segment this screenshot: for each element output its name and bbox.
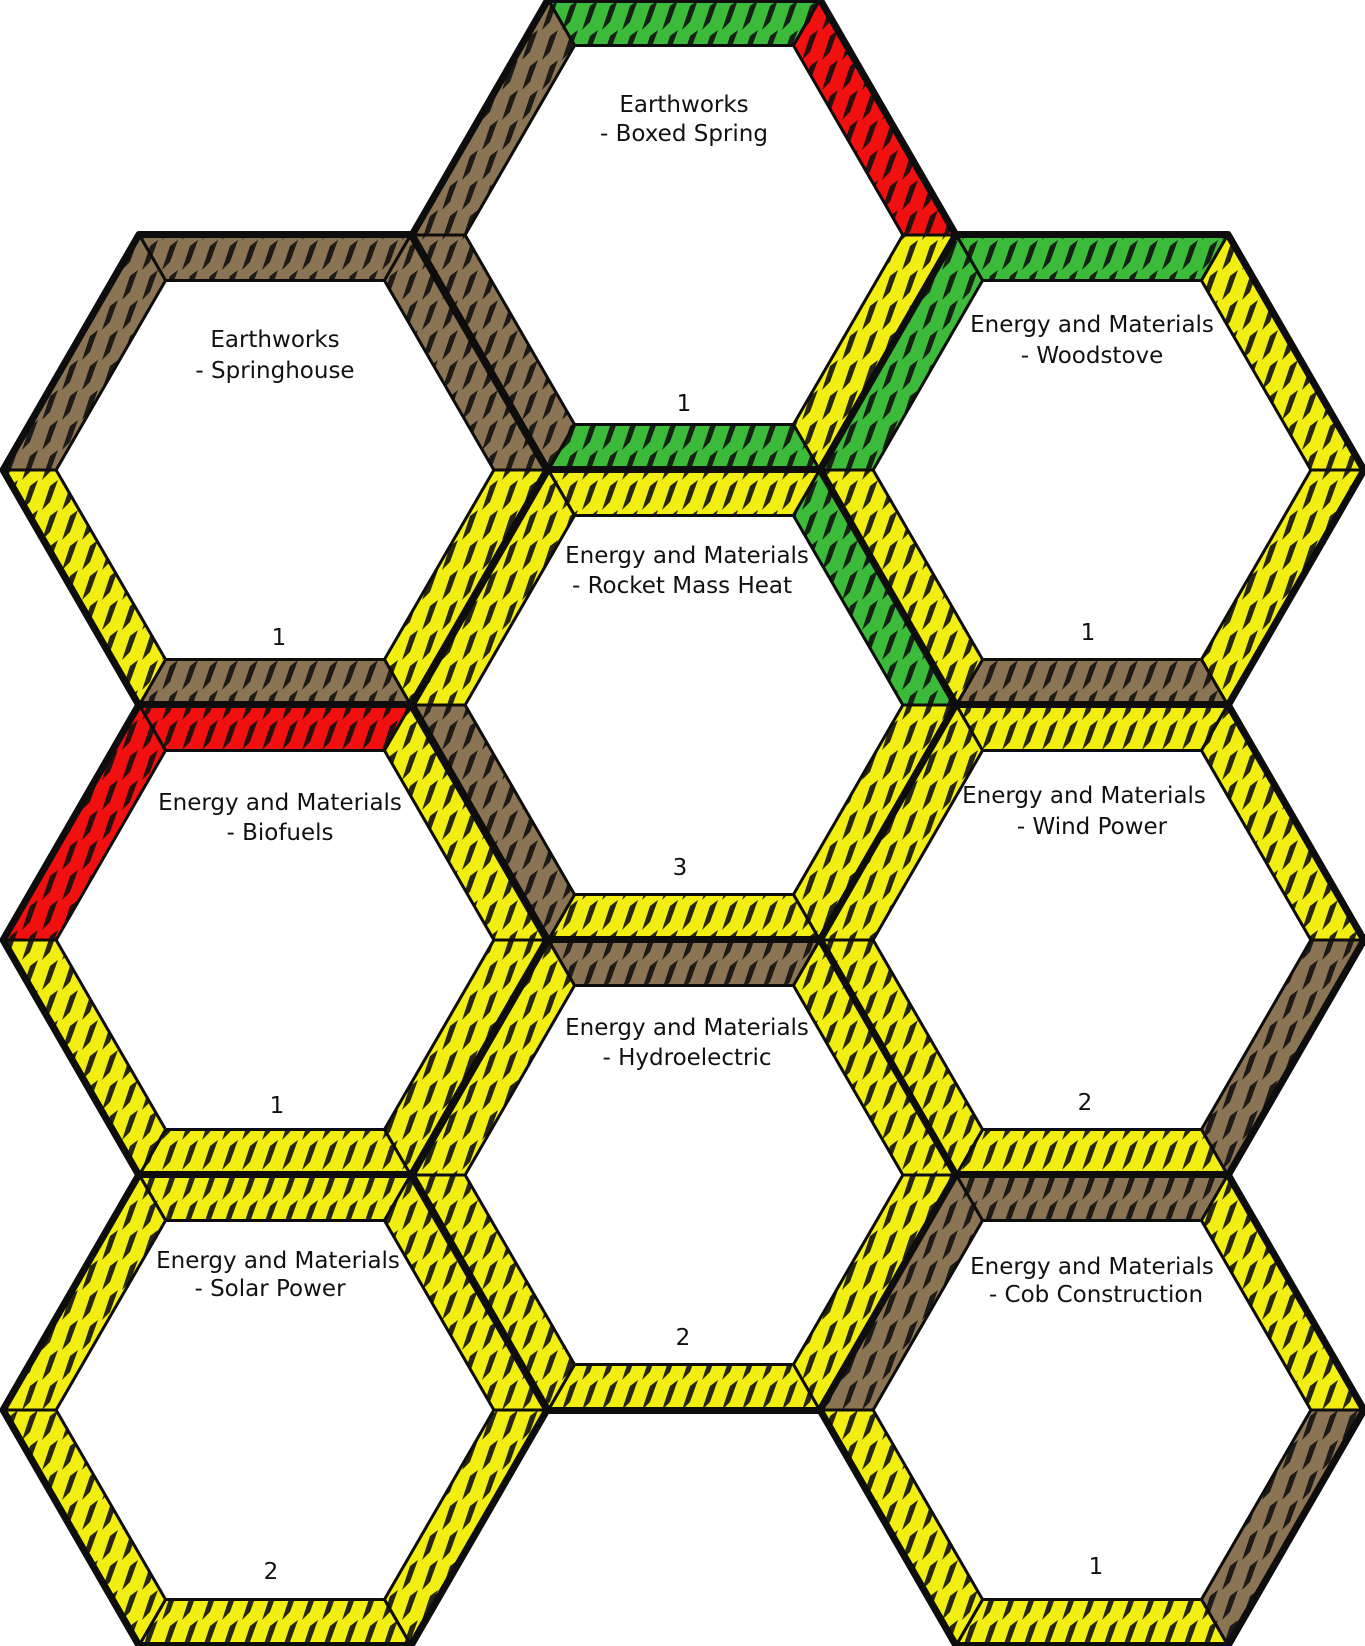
tile-category: Energy and Materials: [565, 1015, 809, 1041]
rope-edge-bottom-yellow: [548, 895, 820, 941]
rope-edge-top-green: [548, 0, 820, 45]
rope-edge-top-yellow: [956, 704, 1228, 750]
tile-count: 2: [1078, 1090, 1093, 1116]
rope-edge-top-brown: [956, 1174, 1228, 1220]
tile-title: - Wind Power: [1017, 814, 1168, 840]
tile-count: 1: [1089, 1554, 1104, 1580]
tile-count: 2: [264, 1559, 279, 1585]
tile-title: - Solar Power: [194, 1276, 346, 1302]
tile-category: Energy and Materials: [565, 543, 809, 569]
tile-title: - Woodstove: [1021, 343, 1164, 369]
rope-edge-bottom-brown: [956, 660, 1228, 706]
rope-edge-bottom-green: [548, 425, 820, 471]
tile-category: Energy and Materials: [156, 1248, 400, 1274]
tile-title: - Hydroelectric: [603, 1045, 772, 1071]
rope-edge-top-brown: [139, 234, 411, 280]
rope-edge-bottom-yellow: [548, 1365, 820, 1411]
tile-count: 1: [1081, 620, 1096, 646]
tile-count: 2: [676, 1325, 691, 1351]
tile-category: Earthworks: [619, 92, 748, 118]
rope-edge-top-red: [139, 704, 411, 750]
rope-edge-bottom-yellow: [956, 1600, 1228, 1646]
tile-title: - Rocket Mass Heat: [572, 573, 792, 599]
rope-edge-bottom-brown: [139, 660, 411, 706]
tile-count: 3: [673, 855, 688, 881]
tile-category: Energy and Materials: [970, 1254, 1214, 1280]
tile-title: - Cob Construction: [989, 1282, 1203, 1308]
tile-count: 1: [677, 391, 692, 417]
tile-count: 1: [270, 1093, 285, 1119]
rope-edge-top-brown: [548, 939, 820, 985]
rope-edge-bottom-yellow: [956, 1130, 1228, 1176]
rope-edge-bottom-yellow: [139, 1130, 411, 1176]
tile-count: 1: [272, 625, 287, 651]
tile-category: Earthworks: [210, 327, 339, 353]
tile-title: - Boxed Spring: [600, 121, 768, 147]
tile-category: Energy and Materials: [970, 312, 1214, 338]
rope-edge-top-green: [956, 234, 1228, 280]
tile-title: - Biofuels: [226, 820, 333, 846]
tile-title: - Springhouse: [195, 358, 354, 384]
tile-category: Energy and Materials: [158, 790, 402, 816]
rope-edge-top-yellow: [548, 469, 820, 515]
rope-edge-bottom-yellow: [139, 1600, 411, 1646]
tile-category: Energy and Materials: [962, 783, 1206, 809]
rope-edge-top-yellow: [139, 1174, 411, 1220]
